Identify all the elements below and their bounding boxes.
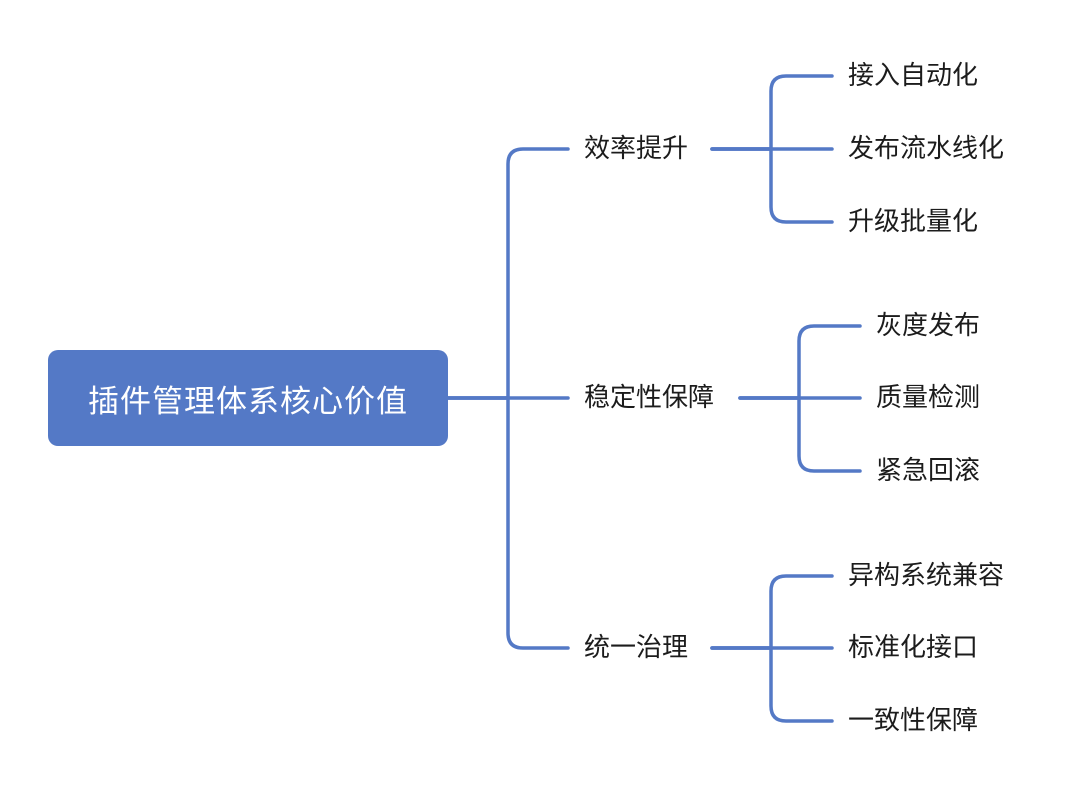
connector-branch-1-leaf-3 (710, 147, 834, 224)
branch-governance: 统一治理 (578, 631, 695, 665)
branch-label: 稳定性保障 (584, 383, 715, 413)
leaf-label: 质量检测 (876, 383, 981, 413)
leaf-label: 紧急回滚 (876, 456, 981, 486)
leaf-node: 灰度发布 (870, 309, 987, 343)
leaf-node: 一致性保障 (842, 704, 985, 738)
leaf-node: 质量检测 (870, 381, 987, 415)
connector-branch-3-leaf-1 (710, 574, 834, 650)
branch-stability: 稳定性保障 (578, 381, 721, 415)
leaf-node: 接入自动化 (842, 59, 985, 93)
leaf-label: 灰度发布 (876, 311, 981, 341)
leaf-label: 一致性保障 (848, 706, 979, 736)
leaf-label: 异构系统兼容 (848, 561, 1005, 591)
connector-branch-3-leaf-3 (710, 646, 834, 723)
leaf-node: 异构系统兼容 (842, 559, 1011, 593)
branch-efficiency: 效率提升 (578, 132, 695, 166)
root-node: 插件管理体系核心价值 (48, 350, 448, 446)
connector-root-branch-3 (446, 396, 570, 650)
leaf-node: 发布流水线化 (842, 132, 1011, 166)
leaf-node: 升级批量化 (842, 205, 985, 239)
connector-branch-2-leaf-3 (738, 396, 862, 473)
connector-branch-2-leaf-1 (738, 324, 862, 400)
leaf-label: 发布流水线化 (848, 134, 1005, 164)
root-node-label: 插件管理体系核心价值 (88, 383, 408, 420)
leaf-node: 紧急回滚 (870, 454, 987, 488)
leaf-label: 接入自动化 (848, 61, 979, 91)
branch-label: 统一治理 (584, 633, 689, 663)
connector-root-branch-1 (446, 147, 570, 400)
branch-label: 效率提升 (584, 134, 689, 164)
connector-branch-1-leaf-1 (710, 74, 834, 151)
leaf-label: 升级批量化 (848, 207, 979, 237)
leaf-node: 标准化接口 (842, 631, 985, 665)
leaf-label: 标准化接口 (848, 633, 979, 663)
